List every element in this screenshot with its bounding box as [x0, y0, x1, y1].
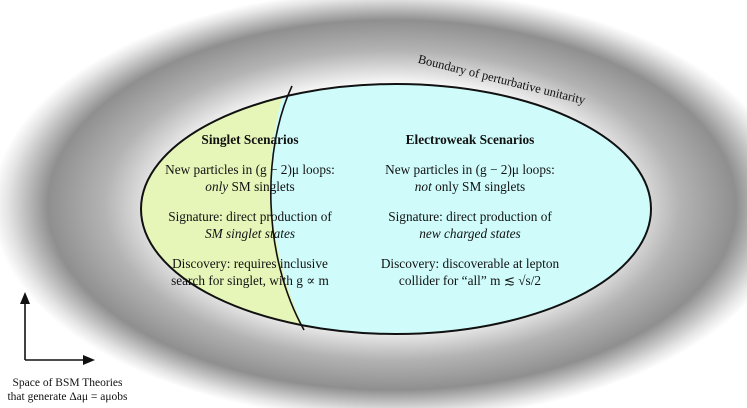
singlet-particles-line2: only SM singlets [150, 178, 350, 195]
electroweak-signature-line2: new charged states [419, 226, 521, 241]
caption-line2: that generate Δaμ = aμobs [7, 391, 128, 403]
caption-line1: Space of BSM Theories [12, 377, 123, 389]
axis-arrows [20, 292, 95, 365]
singlet-signature-line2: SM singlet states [204, 226, 296, 241]
electroweak-particles-line1: New particles in (g − 2)μ loops: [385, 162, 555, 177]
singlet-particles-rest: SM singlets [228, 179, 295, 194]
electroweak-signature-line1: Signature: direct production of [388, 209, 552, 224]
electroweak-title: Electroweak Scenarios [405, 132, 535, 147]
singlet-discovery-line2: search for singlet, with g ∝ m [171, 273, 329, 288]
scenario-divider [270, 85, 305, 331]
electroweak-particles-emph: not [414, 179, 432, 194]
singlet-title: Singlet Scenarios [201, 132, 299, 147]
unitarity-boundary [140, 83, 652, 335]
singlet-particles-emph: only [205, 179, 229, 194]
singlet-discovery-line1: Discovery: requires inclusive [172, 256, 328, 271]
electroweak-particles-line2: not only SM singlets [360, 178, 580, 195]
electroweak-scenarios: Electroweak Scenarios New particles in (… [360, 131, 580, 289]
electroweak-discovery-line1: Discovery: discoverable at lepton [380, 256, 560, 271]
electroweak-particles-rest: only SM singlets [431, 179, 526, 194]
singlet-scenarios: Singlet Scenarios New particles in (g − … [150, 131, 350, 289]
electroweak-discovery-line2: collider for “all” m ≲ √s/2 [398, 273, 542, 288]
singlet-particles-line1: New particles in (g − 2)μ loops: [165, 162, 335, 177]
theory-space-caption: Space of BSM Theories that generate Δaμ … [0, 376, 135, 404]
singlet-signature-line1: Signature: direct production of [168, 209, 332, 224]
